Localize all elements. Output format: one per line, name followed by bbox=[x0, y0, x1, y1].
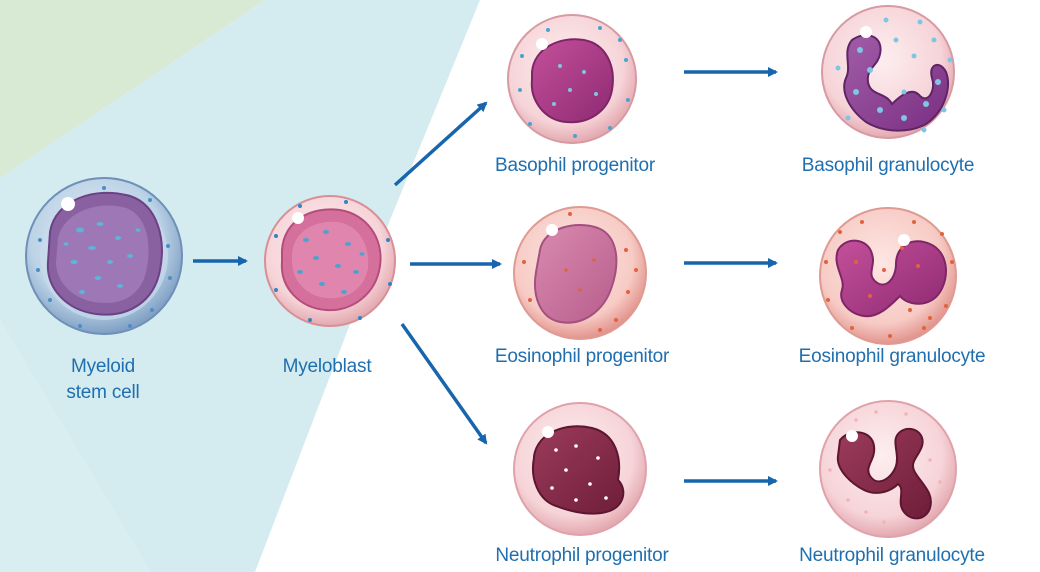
label-myeloblast: Myeloblast bbox=[282, 356, 372, 377]
neutrophil-granulocyte-cell bbox=[819, 400, 957, 538]
eosinophil-progenitor-cell bbox=[513, 206, 647, 340]
label-neutrophil-progenitor: Neutrophil progenitor bbox=[495, 545, 669, 566]
label-basophil-granulocyte: Basophil granulocyte bbox=[801, 155, 975, 176]
label-basophil-progenitor: Basophil progenitor bbox=[495, 155, 655, 176]
basophil-granulocyte-cell bbox=[821, 5, 955, 139]
background-wedge-teal-lower bbox=[0, 320, 150, 572]
myeloblast-cell bbox=[264, 195, 396, 327]
label-myeloid-line1: Myeloid bbox=[70, 356, 136, 377]
eosinophil-granulocyte-cell bbox=[819, 207, 957, 345]
label-eosinophil-granulocyte: Eosinophil granulocyte bbox=[798, 346, 986, 367]
label-eosinophil-progenitor: Eosinophil progenitor bbox=[494, 346, 670, 367]
background-wedge-teal bbox=[0, 0, 480, 572]
neutrophil-progenitor-cell bbox=[513, 402, 647, 536]
arrow-myeloblast-to-basophil-progenitor bbox=[393, 101, 488, 187]
label-neutrophil-granulocyte: Neutrophil granulocyte bbox=[799, 545, 985, 566]
label-myeloid-stem-cell: Myeloid stem cell bbox=[40, 354, 166, 406]
arrow-myeloblast-to-neutrophil-progenitor bbox=[400, 322, 488, 445]
myeloid-stem-cell bbox=[25, 177, 183, 335]
label-myeloid-line2: stem cell bbox=[66, 382, 140, 403]
basophil-progenitor-cell bbox=[507, 14, 637, 144]
